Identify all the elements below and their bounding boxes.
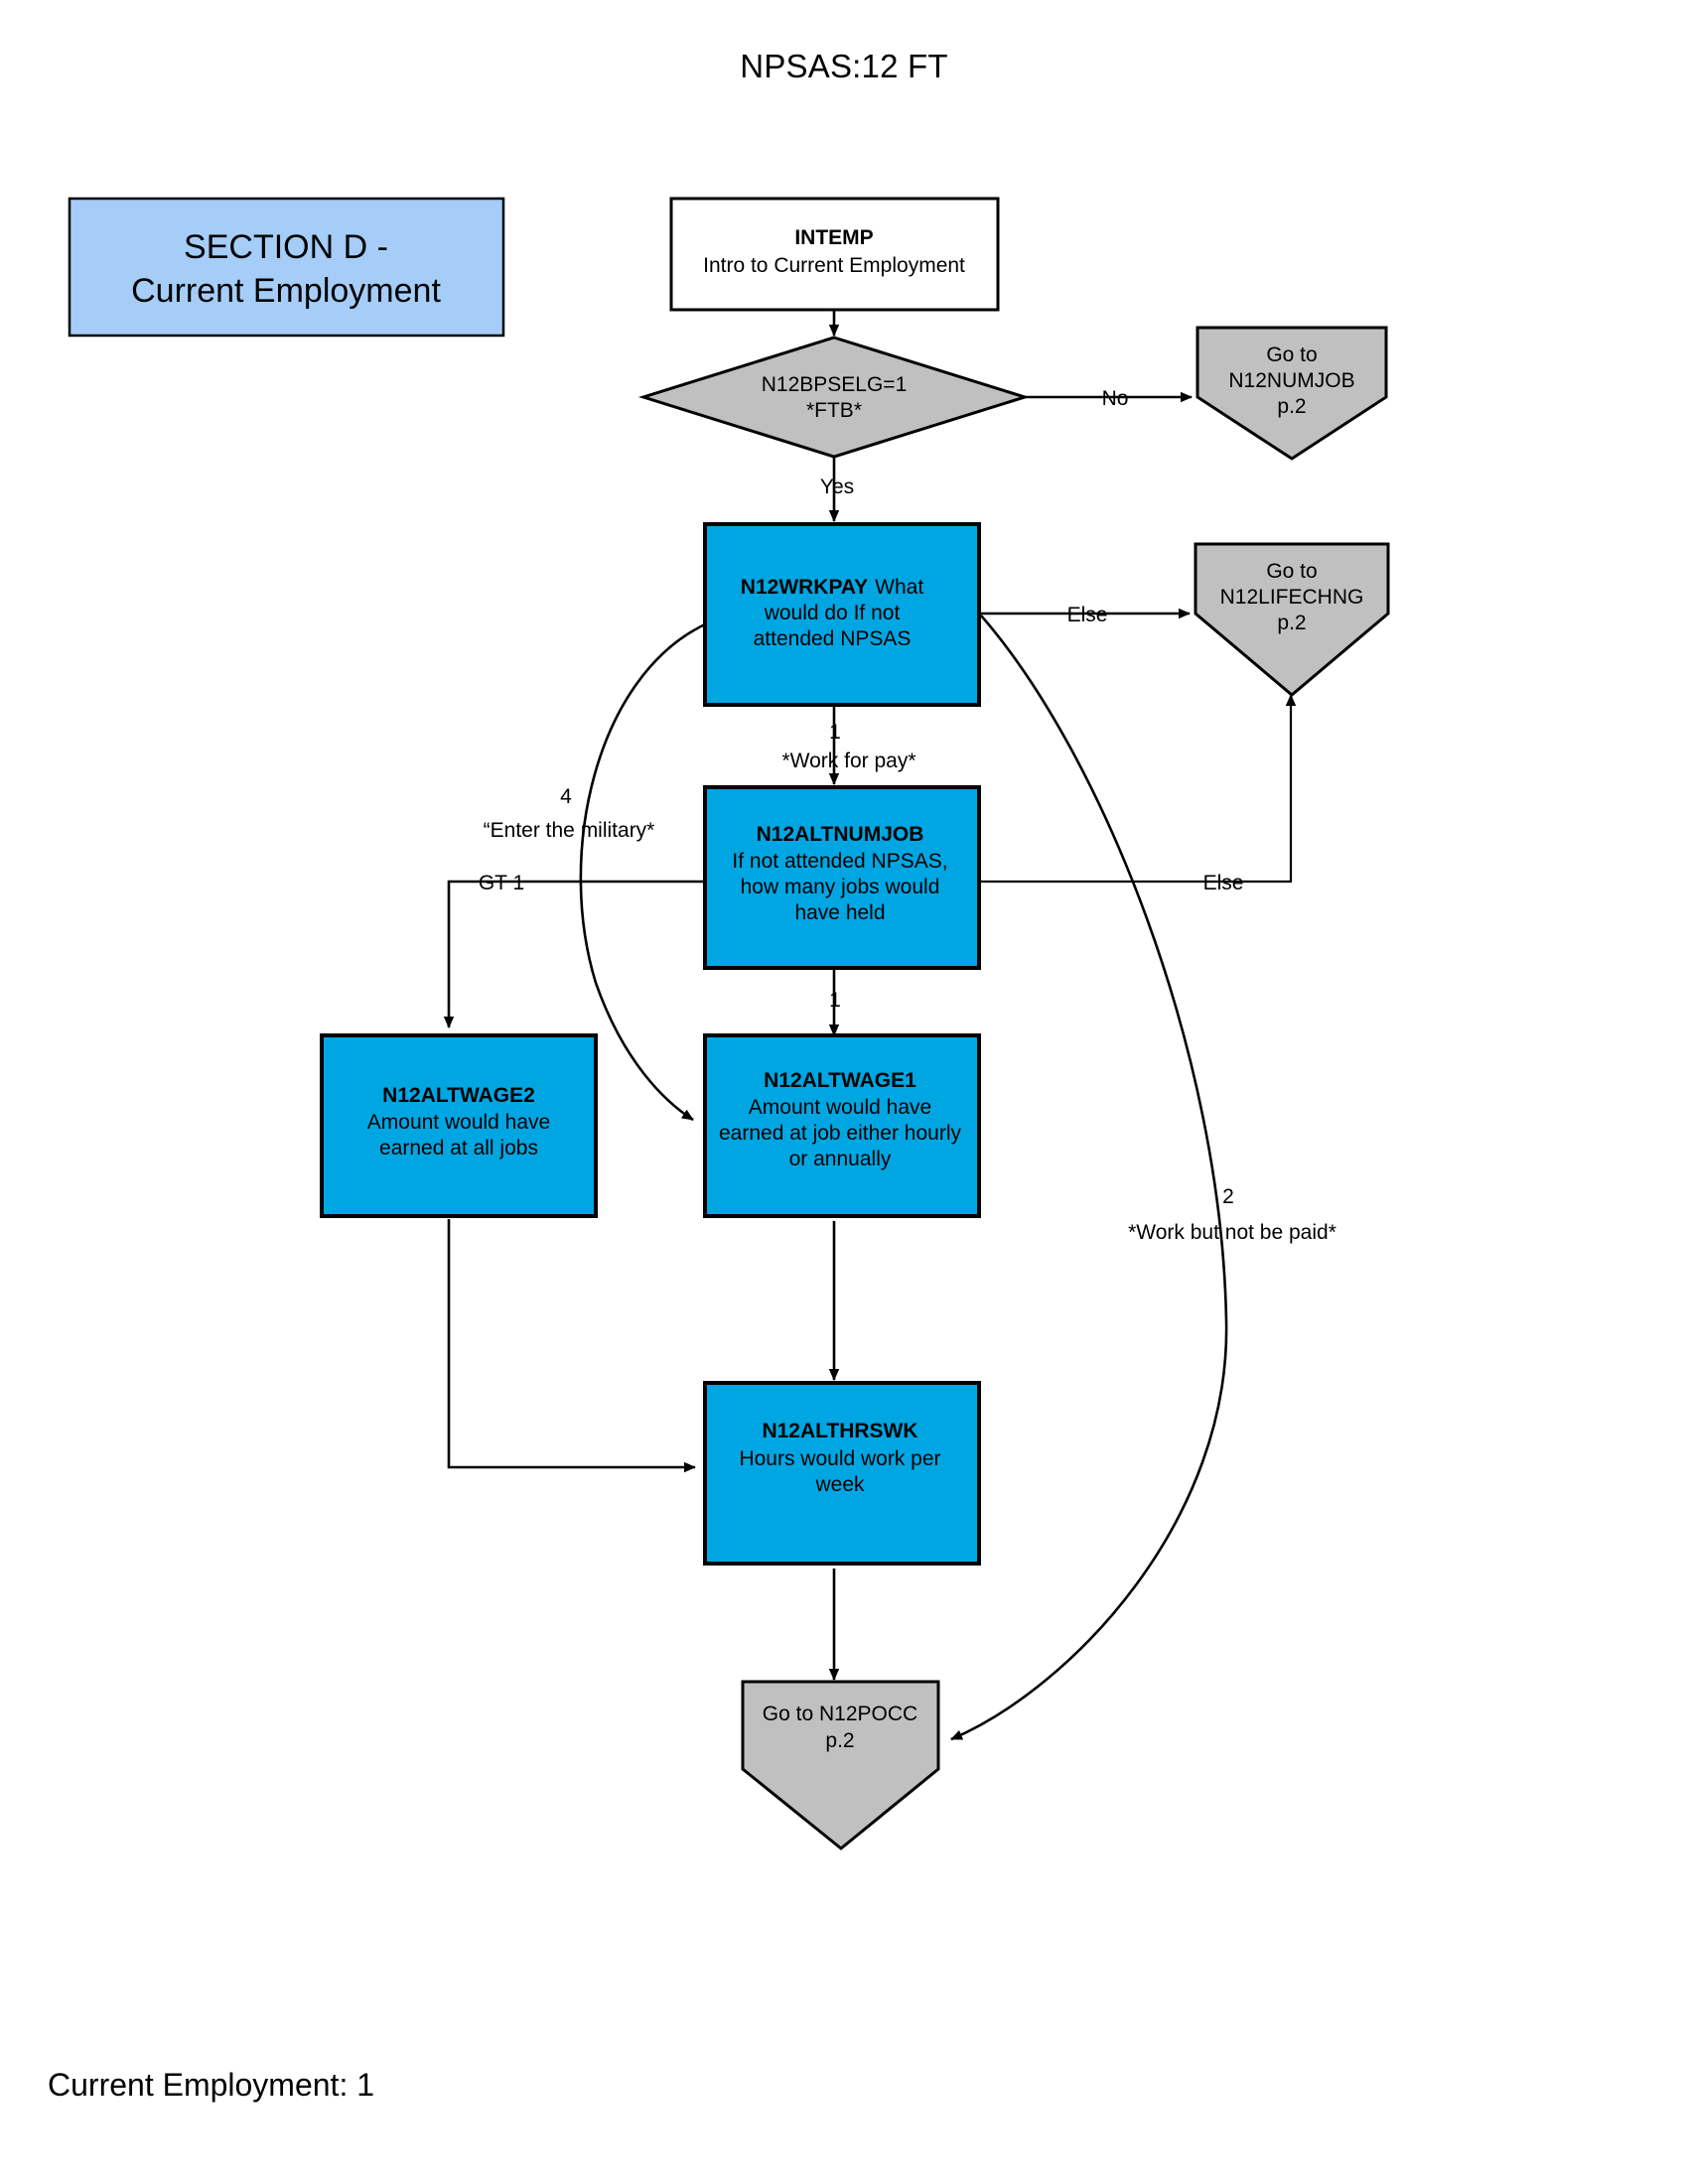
node-altnumjob-text3: have held [794,901,885,924]
edge-label-gt1: GT 1 [479,872,524,894]
node-numjob-line3: p.2 [1277,395,1306,418]
node-decision-line2: *FTB* [806,399,862,422]
node-goto-n12lifechng[interactable]: Go to N12LIFECHNG p.2 [1194,542,1390,697]
footer-page-label: Current Employment: 1 [48,2067,375,2103]
node-numjob-line2: N12NUMJOB [1228,369,1354,392]
page-title: NPSAS:12 FT [740,48,948,84]
node-althrswk-code: N12ALTHRSWK [762,1420,917,1442]
node-lifechng-line3: p.2 [1277,612,1306,634]
edge-wrkpay-military-to-altwage1 [579,621,708,1122]
node-altwage2-code: N12ALTWAGE2 [382,1084,535,1107]
edge-label-four-text: “Enter the military* [484,819,655,842]
edge-label-no: No [1102,387,1129,410]
edge-altnumjob-gt1-to-altwage2 [443,880,705,1028]
edge-label-one-workforpay-num: 1 [829,721,841,744]
node-intemp-text: Intro to Current Employment [703,254,965,277]
node-altwage1-text2: earned at job either hourly [719,1122,961,1145]
node-n12althrswk[interactable]: N12ALTHRSWK Hours would work per week [703,1381,981,1566]
node-wrkpay-code: N12WRKPAY What [741,576,924,599]
node-intemp[interactable]: INTEMP Intro to Current Employment [669,197,1000,312]
edge-label-two-num: 2 [1222,1185,1234,1208]
node-n12altwage1[interactable]: N12ALTWAGE1 Amount would have earned at … [703,1033,981,1218]
node-wrkpay-code-text: N12WRKPAY [741,576,868,599]
edge-wrkpay-notpaid-to-pocc [950,614,1228,1741]
edge-altnumjob-else-to-lifechng [978,694,1297,884]
node-n12altwage2[interactable]: N12ALTWAGE2 Amount would have earned at … [320,1033,598,1218]
node-pocc-line1: Go to N12POCC [763,1703,917,1725]
node-altnumjob-text1: If not attended NPSAS, [732,850,947,873]
node-altwage2-text2: earned at all jobs [379,1137,538,1160]
edge-label-else-wrkpay: Else [1067,604,1108,626]
node-intemp-code: INTEMP [794,226,873,249]
node-wrkpay-text1: What [875,576,923,599]
edge-label-one-to-wage1: 1 [829,989,841,1012]
node-altwage2-text1: Amount would have [367,1111,550,1134]
node-wrkpay-text3: attended NPSAS [754,627,912,650]
edge-label-two-text: *Work but not be paid* [1128,1221,1336,1244]
edge-label-one-workforpay-text: *Work for pay* [782,750,916,772]
node-althrswk-text2: week [814,1473,865,1496]
node-n12wrkpay[interactable]: N12WRKPAY What would do If not attended N… [703,522,981,707]
node-decision-n12bpselg[interactable]: N12BPSELG=1 *FTB* [637,336,1031,459]
node-pocc-line2: p.2 [825,1729,854,1752]
node-n12altnumjob[interactable]: N12ALTNUMJOB If not attended NPSAS, how … [703,785,981,970]
node-wrkpay-text2: would do If not [764,602,901,624]
section-header-line1: SECTION D - [184,228,388,266]
node-altwage1-code: N12ALTWAGE1 [764,1069,916,1092]
edge-label-four-num: 4 [560,785,572,808]
node-lifechng-line1: Go to [1266,560,1317,583]
node-altnumjob-text2: how many jobs would [741,876,940,898]
edge-label-yes: Yes [820,476,854,498]
node-altnumjob-code: N12ALTNUMJOB [757,823,924,846]
section-header-box: SECTION D - Current Employment [68,197,505,338]
node-altwage1-text3: or annually [789,1148,892,1170]
edge-label-else-altnumjob: Else [1203,872,1244,894]
node-altwage1-text1: Amount would have [749,1096,931,1119]
node-goto-n12numjob[interactable]: Go to N12NUMJOB p.2 [1196,326,1388,461]
node-goto-n12pocc[interactable]: Go to N12POCC p.2 [741,1680,940,1850]
node-lifechng-line2: N12LIFECHNG [1220,586,1364,609]
node-althrswk-text1: Hours would work per [739,1447,940,1470]
node-numjob-line1: Go to [1266,343,1317,366]
edge-altwage2-to-althrswk [447,1219,696,1473]
section-header-line2: Current Employment [131,272,441,310]
node-decision-line1: N12BPSELG=1 [762,373,908,396]
